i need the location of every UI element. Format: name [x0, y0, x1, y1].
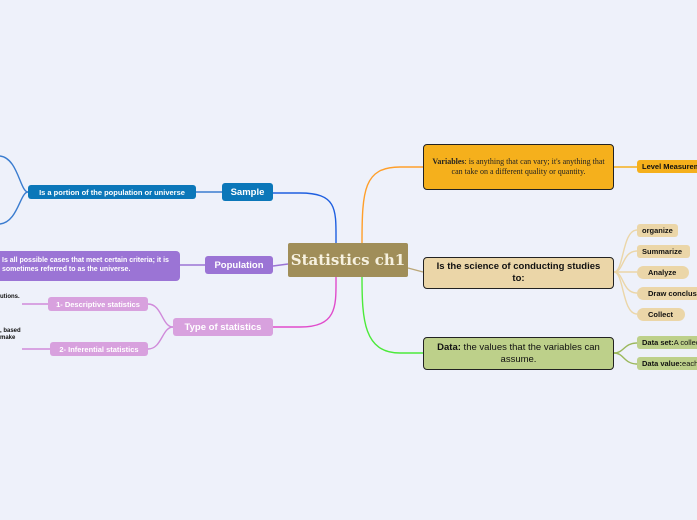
data-term: Data:: [437, 341, 461, 353]
descriptive-statistics-node[interactable]: 1- Descriptive statistics: [48, 297, 148, 311]
organize-node[interactable]: organize: [637, 224, 678, 237]
population-description[interactable]: Is all possible cases that meet certain …: [0, 251, 180, 281]
data-node[interactable]: Data: the values that the variables can …: [423, 337, 614, 370]
sample-node[interactable]: Sample: [222, 183, 273, 201]
science-node[interactable]: Is the science of conducting studies to:: [423, 257, 614, 289]
central-topic[interactable]: Statistics ch1: [288, 243, 408, 277]
summarize-node[interactable]: Summarize: [637, 245, 690, 258]
level-measurement-node[interactable]: Level Measurement: [637, 160, 697, 173]
data-value-text: each value in the data set: [682, 359, 697, 368]
inferential-note-fragment-1: , based: [0, 328, 21, 334]
data-set-text: A collection of data values: [673, 338, 697, 347]
inferential-statistics-node[interactable]: 2- Inferential statistics: [50, 342, 148, 356]
inferential-note-fragment-2: make: [0, 335, 16, 341]
draw-conclusions-node[interactable]: Draw conclusions: [637, 287, 697, 300]
variables-node[interactable]: Variables: is anything that can vary; it…: [423, 144, 614, 190]
data-text: the values that the variables can assume…: [460, 341, 600, 365]
analyze-node[interactable]: Analyze: [637, 266, 689, 279]
type-of-statistics-node[interactable]: Type of statistics: [173, 318, 273, 336]
descriptive-note-fragment: utions.: [0, 294, 20, 300]
variables-term: Variables: [432, 157, 465, 166]
data-set-node[interactable]: Data set: A collection of data values: [637, 336, 697, 349]
collect-node[interactable]: Collect: [637, 308, 685, 321]
data-set-term: Data set:: [642, 338, 674, 347]
variables-text: : is anything that can vary; it's anythi…: [451, 157, 605, 176]
data-value-term: Data value:: [642, 359, 683, 368]
population-node[interactable]: Population: [205, 256, 273, 274]
sample-description[interactable]: Is a portion of the population or univer…: [28, 185, 196, 199]
data-value-node[interactable]: Data value: each value in the data set: [637, 357, 697, 370]
